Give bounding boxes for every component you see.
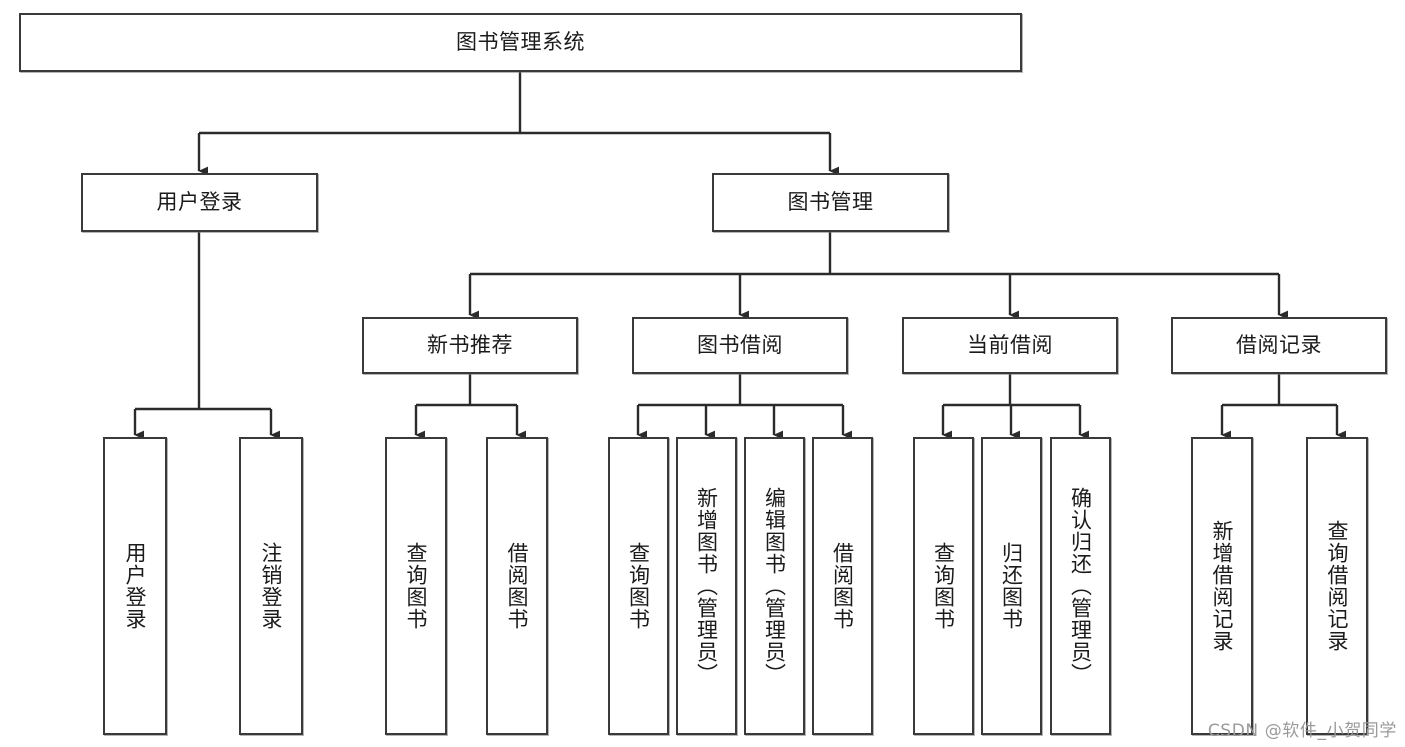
- node-new-book-recommend[interactable]: 新书推荐: [362, 317, 578, 374]
- leaf-user-login-signout[interactable]: 注销登录: [239, 437, 303, 735]
- leaf-current-borrow-return[interactable]: 归还图书: [981, 437, 1042, 735]
- leaf-current-borrow-return-label: 归还图书: [999, 542, 1024, 630]
- leaf-current-borrow-query[interactable]: 查询图书: [913, 437, 974, 735]
- node-current-borrow-label: 当前借阅: [967, 333, 1053, 358]
- node-current-borrow[interactable]: 当前借阅: [902, 317, 1118, 374]
- node-root[interactable]: 图书管理系统: [19, 13, 1022, 72]
- leaf-user-login-signout-label: 注销登录: [259, 542, 284, 630]
- leaf-new-book-borrow[interactable]: 借阅图书: [486, 437, 548, 735]
- node-book-management-label: 图书管理: [787, 190, 874, 215]
- leaf-borrow-record-query[interactable]: 查询借阅记录: [1306, 437, 1368, 735]
- leaf-book-borrow-lend[interactable]: 借阅图书: [812, 437, 873, 735]
- node-borrow-record-label: 借阅记录: [1236, 333, 1322, 358]
- node-user-login[interactable]: 用户登录: [81, 173, 318, 232]
- leaf-user-login-signin[interactable]: 用户登录: [103, 437, 167, 735]
- node-new-book-recommend-label: 新书推荐: [427, 333, 513, 358]
- leaf-current-borrow-query-label: 查询图书: [931, 542, 956, 630]
- leaf-book-borrow-query[interactable]: 查询图书: [608, 437, 669, 735]
- node-borrow-record[interactable]: 借阅记录: [1171, 317, 1387, 374]
- leaf-borrow-record-add[interactable]: 新增借阅记录: [1191, 437, 1253, 735]
- leaf-user-login-signin-label: 用户登录: [123, 542, 148, 630]
- node-book-borrow-label: 图书借阅: [697, 333, 783, 358]
- leaf-new-book-borrow-label: 借阅图书: [505, 542, 530, 630]
- leaf-book-borrow-add-label: 新增图书（管理员）: [694, 487, 719, 685]
- leaf-book-borrow-add[interactable]: 新增图书（管理员）: [676, 437, 737, 735]
- node-book-borrow[interactable]: 图书借阅: [632, 317, 848, 374]
- leaf-book-borrow-query-label: 查询图书: [626, 542, 651, 630]
- node-book-management[interactable]: 图书管理: [712, 173, 949, 232]
- leaf-current-borrow-confirm-return-label: 确认归还（管理员）: [1068, 487, 1093, 685]
- node-root-label: 图书管理系统: [456, 30, 585, 55]
- leaf-borrow-record-query-label: 查询借阅记录: [1325, 520, 1350, 652]
- node-user-login-label: 用户登录: [156, 190, 243, 215]
- leaf-borrow-record-add-label: 新增借阅记录: [1210, 520, 1235, 652]
- leaf-current-borrow-confirm-return[interactable]: 确认归还（管理员）: [1050, 437, 1111, 735]
- leaf-book-borrow-edit-label: 编辑图书（管理员）: [762, 487, 787, 685]
- leaf-book-borrow-edit[interactable]: 编辑图书（管理员）: [744, 437, 805, 735]
- leaf-book-borrow-lend-label: 借阅图书: [830, 542, 855, 630]
- leaf-new-book-query[interactable]: 查询图书: [385, 437, 447, 735]
- leaf-new-book-query-label: 查询图书: [404, 542, 429, 630]
